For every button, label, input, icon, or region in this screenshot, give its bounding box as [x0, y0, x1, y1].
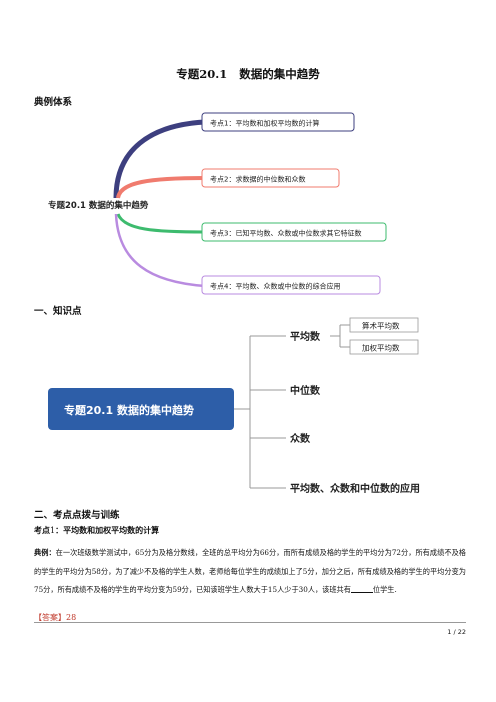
- section-heading-practice: 二、考点点拨与训练: [34, 510, 120, 521]
- kp-heading: 考点1：平均数和加权平均数的计算: [34, 525, 160, 535]
- sub-node-weighted: 加权平均数: [362, 343, 400, 353]
- mindmap-knowledge: 专题20.1 数据的集中趋势 平均数 中位数 众数 平均数、众数和中位数的应用 …: [48, 317, 420, 495]
- section-heading-examples: 典例体系: [34, 97, 73, 108]
- root-label: 专题20.1 数据的集中趋势: [64, 403, 194, 417]
- node-average: 平均数: [290, 330, 321, 343]
- example-paragraph: 典例：在一次班级数学测试中，65分为及格分数线，全班的总平均分为66分，而所有成…: [34, 544, 466, 600]
- node-mode: 众数: [290, 432, 311, 445]
- svg-text:考点4：平均数、众数或中位数的综合应用: 考点4：平均数、众数或中位数的综合应用: [210, 282, 340, 291]
- page-number: 1 / 22: [447, 628, 466, 636]
- page-title: 专题20.1 数据的集中趋势: [0, 66, 496, 82]
- sub-node-arithmetic: 算术平均数: [362, 321, 400, 331]
- title-text: 数据的集中趋势: [239, 67, 320, 81]
- section-heading-knowledge: 一、知识点: [34, 306, 82, 317]
- svg-text:考点1：平均数和加权平均数的计算: 考点1：平均数和加权平均数的计算: [210, 119, 319, 128]
- mindmap1-center: 专题20.1 数据的集中趋势: [48, 200, 149, 211]
- branch-line-3: [116, 213, 206, 234]
- svg-text:考点2：求数据的中位数和众数: 考点2：求数据的中位数和众数: [210, 175, 305, 184]
- svg-text:考点3：已知平均数、众数或中位数求其它特征数: 考点3：已知平均数、众数或中位数求其它特征数: [210, 229, 361, 238]
- branch-line-2: [116, 176, 206, 199]
- branch-box-2: 考点2：求数据的中位数和众数: [201, 168, 340, 188]
- example-text-end: 位学生.: [372, 585, 397, 594]
- node-application: 平均数、众数和中位数的应用: [290, 482, 420, 495]
- example-label: 典例：: [34, 548, 56, 557]
- root-box: [48, 388, 234, 430]
- branch-line-4: [114, 213, 206, 288]
- branch-box-3: 考点3：已知平均数、众数或中位数求其它特征数: [201, 222, 387, 242]
- branch-line-1: [113, 119, 206, 199]
- branch-box-4: 考点4：平均数、众数或中位数的综合应用: [201, 275, 381, 295]
- node-median: 中位数: [290, 384, 321, 397]
- title-number: 专题20.1: [176, 67, 228, 81]
- branch-box-1: 考点1：平均数和加权平均数的计算: [201, 112, 355, 132]
- example-text: 在一次班级数学测试中，65分为及格分数线，全班的总平均分为66分，而所有成绩及格…: [34, 548, 466, 594]
- answer-line: 【答案】28: [34, 613, 77, 622]
- footer-rule: [34, 622, 466, 623]
- answer-blank: [350, 585, 373, 593]
